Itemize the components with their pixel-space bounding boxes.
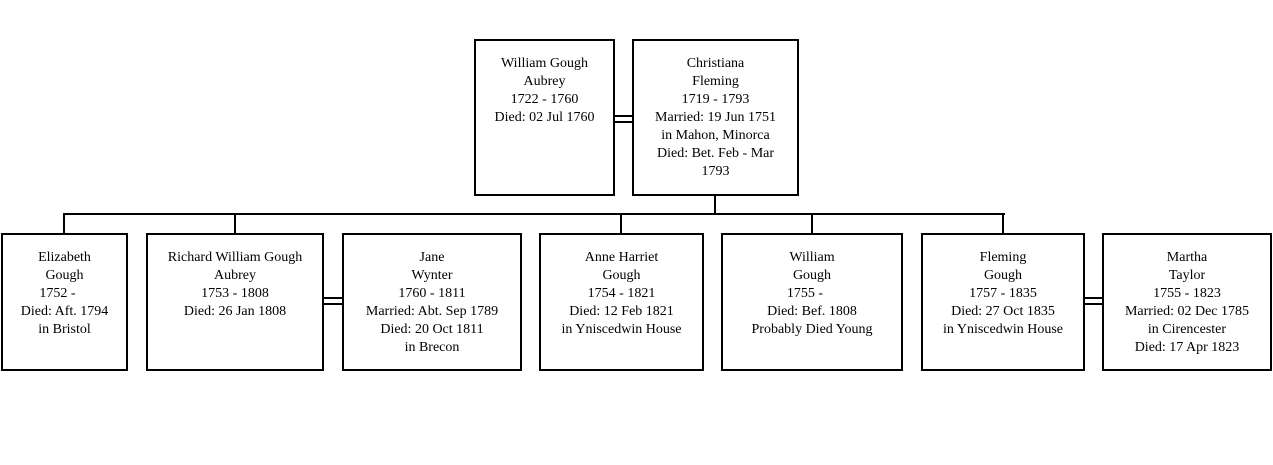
child-drop-line-6: [1002, 213, 1004, 233]
person-note: Probably Died Young: [751, 322, 873, 337]
person-death-place: in Yniscedwin House: [561, 322, 682, 337]
person-death-date: Died: 27 Oct 1835: [951, 304, 1055, 319]
person-name-line: Christiana: [686, 56, 745, 71]
person-box-elizabeth-gough[interactable]: Elizabeth Gough 1752 - Died: Aft. 1794 i…: [1, 233, 128, 371]
person-box-richard-william-gough-aubrey[interactable]: Richard William Gough Aubrey 1753 - 1808…: [146, 233, 324, 371]
person-surname-line: Aubrey: [523, 74, 566, 89]
person-name-line: Anne Harriet: [584, 250, 659, 265]
person-death-date: Died: Bet. Feb - Mar: [656, 146, 775, 161]
person-lifespan: 1757 - 1835: [969, 286, 1037, 301]
person-lifespan: 1719 - 1793: [681, 92, 750, 107]
person-death-date: Died: 20 Oct 1811: [380, 322, 484, 337]
person-marriage-date: Married: 02 Dec 1785: [1124, 304, 1250, 319]
person-name-line: Richard William Gough: [167, 250, 303, 265]
child-drop-line-2: [234, 213, 236, 233]
person-name-line: William: [789, 250, 835, 265]
marriage-connector-fleming-martha-bottom: [1085, 303, 1102, 305]
person-surname-line: Gough: [45, 268, 84, 283]
children-sibling-bar: [64, 213, 1005, 215]
person-surname-line: Gough: [792, 268, 832, 283]
person-lifespan: 1752 -: [39, 286, 90, 301]
person-surname-line: Fleming: [692, 74, 739, 89]
person-marriage-place: in Mahon, Minorca: [661, 128, 770, 143]
person-box-fleming-gough[interactable]: Fleming Gough 1757 - 1835 Died: 27 Oct 1…: [921, 233, 1085, 371]
person-lifespan: 1754 - 1821: [587, 286, 656, 301]
person-box-william-gough[interactable]: William Gough 1755 - Died: Bef. 1808 Pro…: [721, 233, 903, 371]
child-drop-line-4: [620, 213, 622, 233]
person-box-martha-taylor[interactable]: Martha Taylor 1755 - 1823 Married: 02 De…: [1102, 233, 1272, 371]
person-box-jane-wynter[interactable]: Jane Wynter 1760 - 1811 Married: Abt. Se…: [342, 233, 522, 371]
marriage-connector-parents-top: [615, 115, 632, 117]
person-name-line: Fleming: [979, 250, 1027, 265]
person-lifespan: 1760 - 1811: [398, 286, 466, 301]
person-name-line: Jane: [419, 250, 445, 265]
parents-descent-line: [714, 196, 716, 214]
marriage-connector-richard-jane-top: [324, 297, 342, 299]
person-death-date: Died: 12 Feb 1821: [569, 304, 674, 319]
person-death-date: Died: 17 Apr 1823: [1134, 340, 1240, 355]
person-lifespan: 1755 -: [786, 286, 838, 301]
child-drop-line-1: [63, 213, 65, 233]
person-surname-line: Aubrey: [214, 268, 256, 283]
person-lifespan: 1755 - 1823: [1153, 286, 1221, 301]
person-surname-line: Gough: [602, 268, 641, 283]
person-lifespan: 1722 - 1760: [510, 92, 579, 107]
person-name-line: Martha: [1166, 250, 1208, 265]
person-marriage-place: in Cirencester: [1147, 322, 1227, 337]
person-death-date: Died: Bef. 1808: [767, 304, 857, 319]
person-death-place: in Bristol: [38, 322, 91, 337]
person-death-place: in Yniscedwin House: [942, 322, 1064, 337]
person-death-date: Died: 26 Jan 1808: [183, 304, 287, 319]
person-surname-line: Wynter: [411, 268, 453, 283]
person-death-date: Died: 02 Jul 1760: [494, 110, 595, 125]
child-drop-line-5: [811, 213, 813, 233]
person-box-anne-harriet-gough[interactable]: Anne Harriet Gough 1754 - 1821 Died: 12 …: [539, 233, 704, 371]
person-box-william-gough-aubrey[interactable]: William Gough Aubrey 1722 - 1760 Died: 0…: [474, 39, 615, 196]
person-death-place: in Brecon: [404, 340, 460, 355]
person-box-christiana-fleming[interactable]: Christiana Fleming 1719 - 1793 Married: …: [632, 39, 799, 196]
person-surname-line: Taylor: [1168, 268, 1206, 283]
person-name-line: Elizabeth: [38, 250, 91, 265]
marriage-connector-parents-bottom: [615, 121, 632, 123]
person-name-line: William Gough: [501, 56, 588, 71]
person-surname-line: Gough: [983, 268, 1023, 283]
person-death-date-cont: 1793: [701, 164, 730, 179]
person-lifespan: 1753 - 1808: [201, 286, 269, 301]
person-death-date: Died: Aft. 1794: [20, 304, 109, 319]
person-marriage-date: Married: 19 Jun 1751: [655, 110, 776, 125]
marriage-connector-richard-jane-bottom: [324, 303, 342, 305]
person-marriage-date: Married: Abt. Sep 1789: [365, 304, 499, 319]
marriage-connector-fleming-martha-top: [1085, 297, 1102, 299]
